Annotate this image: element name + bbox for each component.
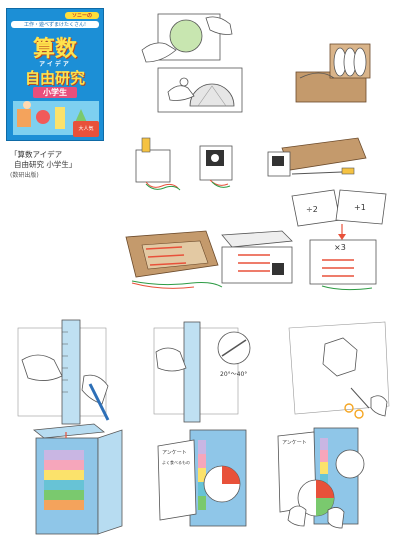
rail-machine-illustration bbox=[267, 137, 367, 177]
cover-top-label: ソニーの bbox=[65, 12, 99, 19]
times-card-label: ×3 bbox=[334, 243, 346, 252]
gear-box-illustration bbox=[199, 145, 233, 188]
book-cover: ソニーの 工作・遊べずまけたくさん! 算数 アイデア 自由研究 小学生 大人気 bbox=[6, 8, 104, 141]
cover-title-2: 自由研究 bbox=[24, 69, 85, 87]
hexagon-cut-illustration bbox=[288, 321, 390, 419]
cover-title-1: 算数 bbox=[32, 37, 77, 62]
cardboard-channel-illustration bbox=[125, 230, 223, 289]
angle-label: 20°〜40° bbox=[220, 371, 247, 378]
cover-banner: 工作・遊べずまけたくさん! bbox=[11, 21, 99, 28]
caption-publisher: (数研出版) bbox=[10, 172, 39, 179]
survey-title-2: アンケート bbox=[162, 449, 187, 456]
survey-title-3: アンケート bbox=[282, 439, 307, 446]
cover-subtitle: アイデア bbox=[39, 61, 71, 68]
cover-grade: 小学生 bbox=[33, 87, 77, 98]
caption-title-1: 「算数アイデア bbox=[10, 150, 63, 159]
ruler-drawing-illustration bbox=[17, 319, 110, 425]
pie-chart-hands-illustration: アンケート bbox=[277, 427, 365, 529]
angle-cut-illustration: 20°〜40° bbox=[153, 321, 251, 423]
operation-cards-illustration: ÷2 +1 ×3 bbox=[291, 189, 387, 291]
caption-title-2: 自由研究 小学生」 bbox=[14, 160, 77, 169]
color-bar-box-illustration bbox=[32, 423, 123, 535]
cutting-fan-illustration bbox=[157, 67, 243, 113]
divide-card-label: ÷2 bbox=[306, 205, 318, 214]
number-box-illustration bbox=[221, 230, 293, 284]
battery-box-illustration bbox=[135, 137, 181, 191]
pie-chart-box-illustration: アンケート よく食べるもの bbox=[157, 429, 247, 527]
survey-question-2: よく食べるもの bbox=[162, 459, 190, 465]
plus-card-label: +1 bbox=[354, 203, 366, 212]
hands-holding-disc-illustration bbox=[141, 13, 233, 63]
cover-badge: 大人気 bbox=[73, 121, 99, 137]
spiral-machine-illustration bbox=[295, 43, 371, 103]
